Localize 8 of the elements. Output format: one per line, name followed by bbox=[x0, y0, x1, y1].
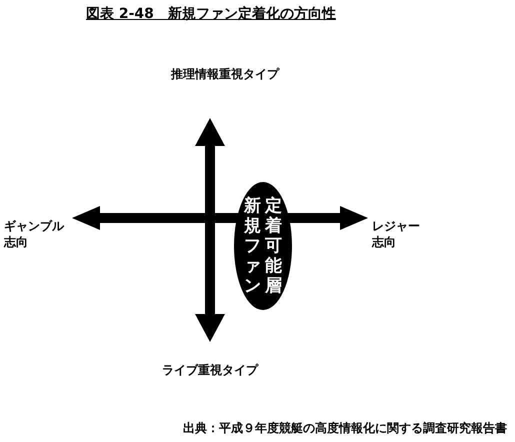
node-text: 新規ファン bbox=[244, 196, 261, 296]
axis-label: レジャー志向 bbox=[372, 218, 421, 250]
caption: 出典：平成９年度競艇の高度情報化に関する調査研究報告書 bbox=[183, 420, 507, 436]
title: 図表 2-48 新規ファン定着化の方向性 bbox=[86, 6, 336, 22]
axis-label: ライブ重視タイプ bbox=[161, 362, 260, 378]
node-text: 定着可能層 bbox=[265, 196, 282, 296]
axis-label: ギャンブル志向 bbox=[4, 218, 66, 250]
axis-label: 推理情報重視タイプ bbox=[170, 66, 280, 82]
